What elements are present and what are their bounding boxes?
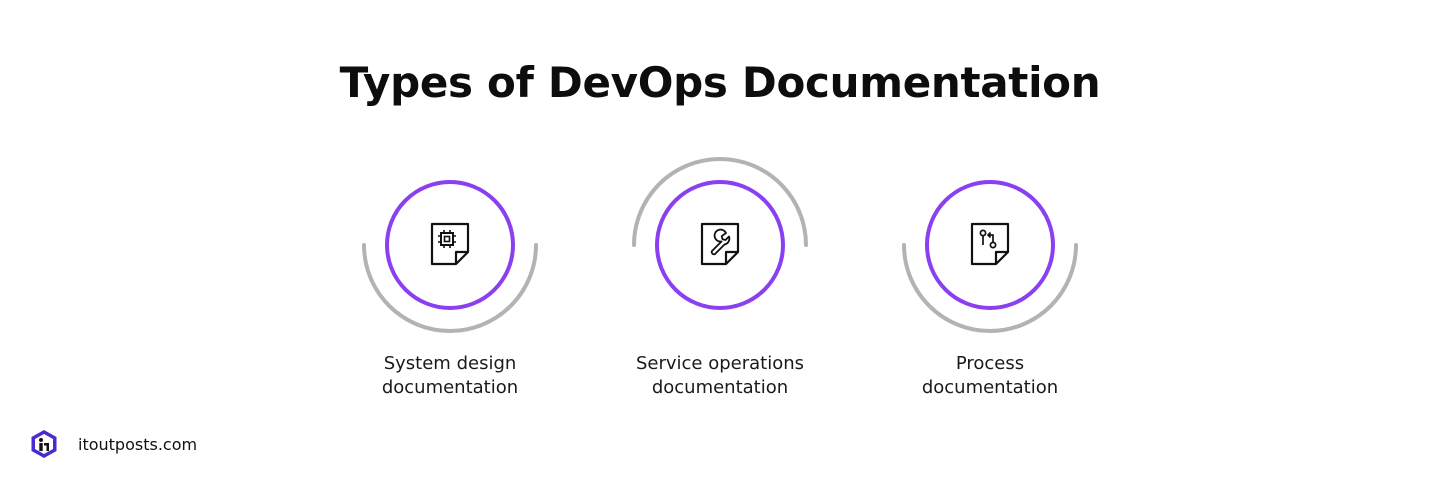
doc-type-process: Process documentation <box>890 150 1090 410</box>
doc-type-label: Service operations documentation <box>635 353 805 398</box>
purple-ring <box>655 180 785 310</box>
gray-arc <box>362 243 538 333</box>
gray-arc <box>902 243 1078 333</box>
doc-type-system-design: System design documentation <box>350 150 550 410</box>
gray-arc <box>632 157 808 247</box>
doc-type-label: System design documentation <box>381 353 519 398</box>
doc-type-service-operations: Service operations documentation <box>620 150 820 410</box>
ring-graphic <box>632 157 808 310</box>
chip-document-icon <box>430 222 470 266</box>
doc-type-label: Process documentation <box>921 353 1059 398</box>
wrench-document-icon <box>700 222 740 266</box>
itoutposts-logo-icon <box>31 430 57 458</box>
brand[interactable]: itoutposts.com <box>28 428 197 460</box>
brand-link[interactable]: itoutposts.com <box>78 434 198 454</box>
git-branch-document-icon <box>970 222 1010 266</box>
page-title: Types of DevOps Documentation <box>339 58 1101 107</box>
